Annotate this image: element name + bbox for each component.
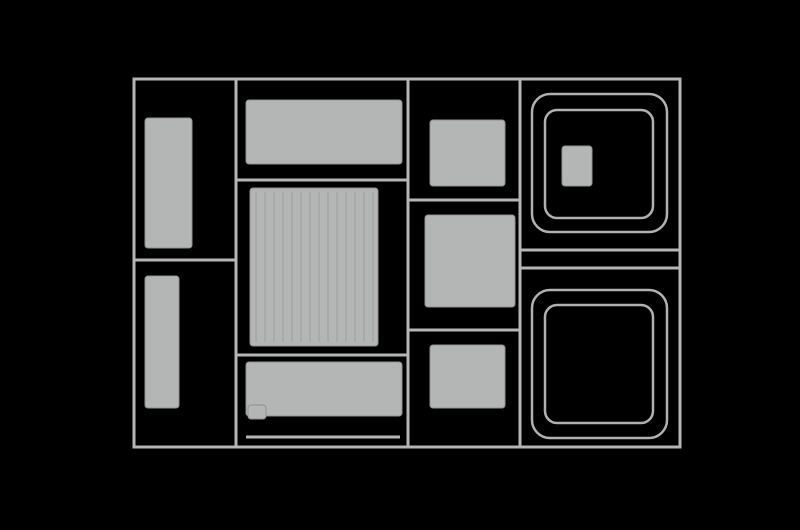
center-part: [424, 214, 516, 308]
small-box: [561, 145, 593, 187]
cab-door-bottom: [429, 344, 506, 409]
bottom-panel: [245, 361, 403, 417]
floor-panel: [249, 187, 379, 347]
small-part: [247, 404, 267, 420]
sprue-frame: [132, 77, 682, 449]
cab-door-top: [429, 119, 506, 187]
left-bottom-part: [144, 275, 180, 409]
rail-loops: [530, 92, 669, 440]
parts: [144, 99, 593, 420]
top-panel: [245, 99, 403, 165]
left-top-part: [144, 117, 193, 249]
